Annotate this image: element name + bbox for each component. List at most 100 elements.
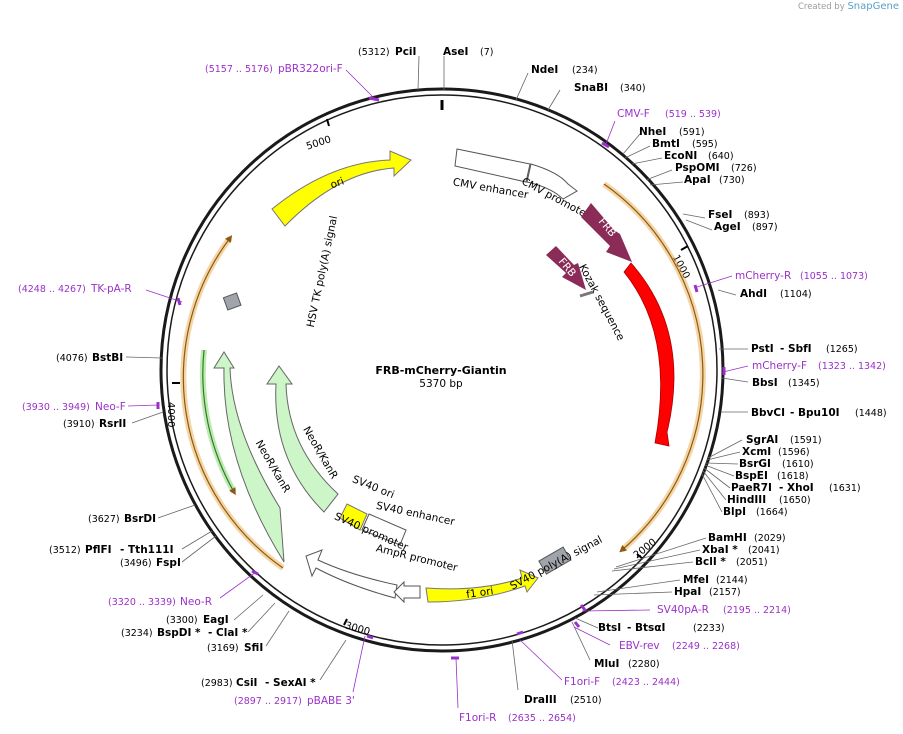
site-bsrgi-pos: (1610): [782, 459, 814, 470]
site-bspei-pos: (1618): [777, 471, 809, 482]
primer-ebvrev-name: EBV-rev: [619, 640, 660, 652]
primer-mcherryf-pos: (1323 .. 1342): [818, 361, 886, 372]
site-csii-name2: - SexAI *: [265, 677, 316, 689]
sv40-polya-marker: [538, 546, 572, 575]
site-ndei-name: NdeI: [531, 64, 558, 76]
site-snabi-name: SnaBI: [574, 82, 608, 94]
site-blpi-name: BlpI: [723, 506, 746, 518]
site-ahdi-name: AhdI: [740, 288, 767, 300]
site-bbvci-name2: - Bpu10I: [790, 407, 840, 419]
cmv-enhancer-shape: [454, 148, 531, 183]
primer-cmvf-pos: (519 .. 539): [665, 109, 721, 120]
site-psti-name: PstI: [751, 343, 774, 355]
green-arrow-left: [202, 349, 236, 496]
cmv-promoter-shape: [526, 163, 578, 200]
primer-marks: [156, 96, 726, 660]
site-ahdi-pos: (1104): [780, 289, 812, 300]
site-draiii-name: DraIII: [524, 694, 557, 706]
sv40-promoter-shape: [305, 549, 398, 599]
primer-mcherryr-pos: (1055 .. 1073): [800, 271, 868, 282]
snapgene-logo: SnapGene: [847, 1, 899, 12]
neor-arrow-outer: [213, 351, 285, 563]
site-xbai-pos: (2041): [748, 545, 780, 556]
primer-f1orir-name: F1ori-R: [459, 712, 496, 724]
site-econi-pos: (640): [708, 151, 734, 162]
site-pflfi-pos: (3512): [49, 545, 81, 556]
orange-arrow-left-outer: [182, 235, 284, 569]
site-pcii-pos: (5312): [358, 47, 390, 58]
site-leader-lines: [125, 55, 749, 691]
site-bamhi-pos: (2029): [754, 533, 786, 544]
site-paer7i-name: PaeR7I: [731, 482, 772, 494]
tick-label-4000: 4000: [165, 402, 176, 427]
site-fspi-name: FspI: [156, 557, 181, 569]
primer-ebvrev-pos: (2249 .. 2268): [672, 641, 740, 652]
site-bcli-name: BclI *: [695, 556, 726, 568]
credit-prefix: Created by: [797, 2, 845, 12]
site-pflfi-name: PflFI: [85, 544, 112, 556]
site-sfii-pos: (3169): [207, 643, 239, 654]
site-btsi-name2: - BtsαI: [627, 622, 665, 634]
site-mfei-name: MfeI: [683, 574, 709, 586]
site-bspdi-name2: - ClaI *: [208, 627, 248, 639]
site-pspomi-pos: (726): [731, 163, 757, 174]
site-bcli-pos: (2051): [736, 557, 768, 568]
site-sgrai-pos: (1591): [790, 435, 822, 446]
tick-label-5000: 5000: [305, 134, 333, 152]
primer-cmvf-name: CMV-F: [617, 108, 650, 120]
site-apai-name: ApaI: [684, 174, 711, 186]
primer-neor-pos: (3320 .. 3339): [108, 597, 176, 608]
site-fsei-name: FseI: [708, 209, 732, 221]
site-csii-name: CsiI: [236, 677, 257, 689]
backbone-inner: [166, 94, 718, 646]
site-sfii-name: SfiI: [244, 642, 263, 654]
site-agei-name: AgeI: [714, 221, 741, 233]
site-asei-pos: (7): [480, 47, 493, 58]
site-xcmi-pos: (1596): [778, 447, 810, 458]
site-hpai-name: HpaI: [674, 586, 701, 598]
site-xcmi-name: XcmI: [742, 446, 771, 458]
primer-mcherryr-name: mCherry-R: [735, 270, 791, 282]
site-paer7i-pos: (1631): [829, 483, 861, 494]
orange-arrow-right: [603, 183, 704, 553]
ampr-promoter-shape: [393, 580, 421, 604]
site-blpi-pos: (1664): [756, 507, 788, 518]
site-rsrii-name: RsrII: [99, 418, 126, 430]
primer-mcherryf-name: mCherry-F: [752, 360, 807, 372]
site-nhei-name: NheI: [639, 126, 666, 138]
sv40-ori-label: SV40 ori: [350, 473, 395, 501]
site-bstbi-pos: (4076): [56, 353, 88, 364]
f1-ori-arrow: [425, 569, 539, 603]
site-fsei-pos: (893): [744, 210, 770, 221]
site-bsrgi-name: BsrGI: [739, 458, 771, 470]
ori-arrow: [271, 150, 412, 227]
primer-tkpar-name: TK-pA-R: [90, 283, 132, 295]
site-bbsi-name: BbsI: [752, 377, 778, 389]
primer-neof-pos: (3930 .. 3949): [22, 402, 90, 413]
site-hpai-pos: (2157): [709, 587, 741, 598]
site-psti-pos: (1265): [826, 344, 858, 355]
site-mlui-name: MluI: [594, 658, 619, 670]
frb-arrow-2: [546, 246, 586, 290]
kozak-label: Kozak sequence: [576, 262, 626, 342]
primer-f1orir-pos: (2635 .. 2654): [508, 713, 576, 724]
site-psti-name2: - SbfI: [780, 343, 812, 355]
primer-f1orif-pos: (2423 .. 2444): [612, 677, 680, 688]
site-bsrdi-pos: (3627): [88, 514, 120, 525]
site-bspdi-pos: (3234): [121, 628, 153, 639]
site-pspomi-name: PspOMI: [675, 162, 720, 174]
site-bbvci-pos: (1448): [855, 408, 887, 419]
site-bmti-pos: (595): [692, 139, 718, 150]
site-bspei-name: BspEI: [735, 470, 768, 482]
plasmid-size: 5370 bp: [419, 378, 463, 390]
site-btsi-pos: (2233): [693, 623, 725, 634]
site-econi-name: EcoNI: [664, 150, 697, 162]
primer-sv40par-pos: (2195 .. 2214): [723, 605, 791, 616]
primer-tkpar-pos: (4248 .. 4267): [18, 284, 86, 295]
hsv-polya-marker: [222, 292, 242, 311]
site-bmti-name: BmtI: [652, 138, 680, 150]
hsv-polya-label: HSV TK poly(A) signal: [305, 215, 340, 329]
site-nhei-pos: (591): [679, 127, 705, 138]
primer-f1orif-name: F1ori-F: [564, 676, 600, 688]
